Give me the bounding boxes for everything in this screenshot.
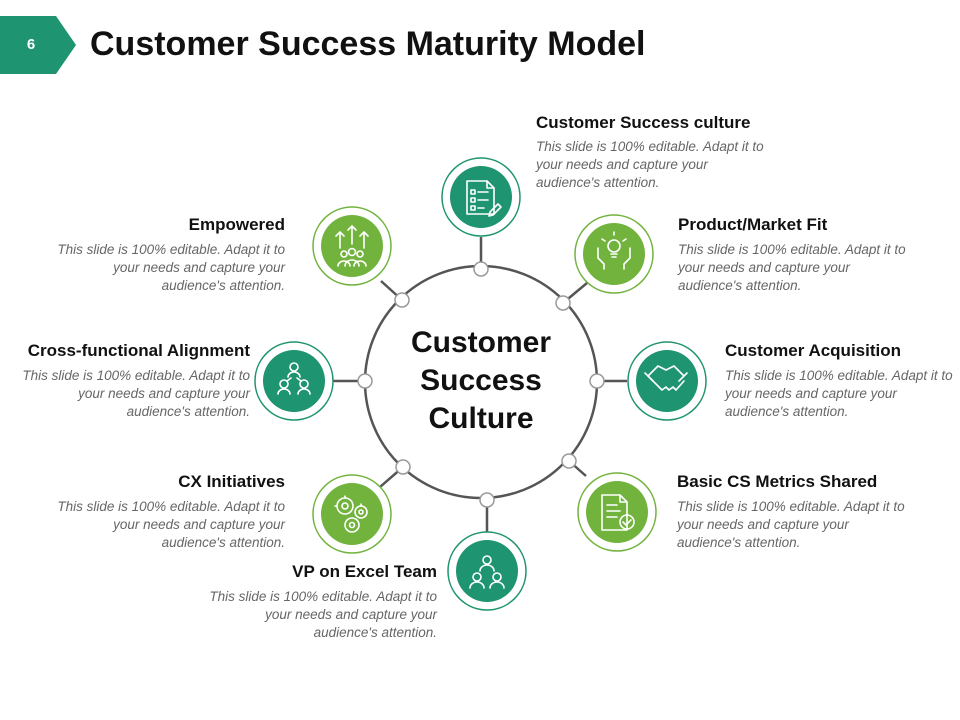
page-title: Customer Success Maturity Model <box>90 25 646 63</box>
stage-title-basic-cs-metrics-shared: Basic CS Metrics Shared <box>677 472 878 491</box>
ring-dot-2 <box>555 295 571 311</box>
page-number-badge <box>0 16 76 74</box>
ring-dot-3 <box>589 373 605 389</box>
handshake-icon <box>644 365 688 391</box>
ring-dot-4 <box>561 453 577 469</box>
stage-title-customer-acquisition: Customer Acquisition <box>725 341 901 360</box>
network-people-icon <box>277 362 311 395</box>
stage-description: This slide is 100% editable. Adapt it to… <box>57 242 285 293</box>
stage-description: This slide is 100% editable. Adapt it to… <box>536 139 764 190</box>
stage-description: This slide is 100% editable. Adapt it to… <box>209 589 437 640</box>
stage-node-3 <box>627 341 707 421</box>
stage-title-cx-initiatives: CX Initiatives <box>178 472 285 491</box>
page-number: 6 <box>26 36 36 53</box>
ring-dot-5 <box>479 492 495 508</box>
stage-node-6 <box>312 474 392 554</box>
stage-node-5 <box>447 531 527 611</box>
stage-title-customer-success-culture: Customer Success culture <box>536 113 751 132</box>
center-label-line: Culture <box>428 402 534 435</box>
center-label: Customer Success Culture <box>386 324 576 438</box>
center-label-line: Success <box>420 364 542 397</box>
stage-title-empowered: Empowered <box>188 215 285 234</box>
document-check-icon <box>601 494 635 531</box>
ring-dot-1 <box>473 261 489 277</box>
stage-description: This slide is 100% editable. Adapt it to… <box>22 368 250 419</box>
stage-description: This slide is 100% editable. Adapt it to… <box>725 368 953 419</box>
stage-node-7 <box>254 341 334 421</box>
center-label-line: Customer <box>410 326 552 359</box>
team-icon <box>469 555 505 589</box>
hands-lightbulb-icon <box>597 231 631 270</box>
stage-node-4 <box>577 472 657 552</box>
stage-description: This slide is 100% editable. Adapt it to… <box>678 242 906 293</box>
growth-arrows-people-icon <box>335 225 369 267</box>
stage-description: This slide is 100% editable. Adapt it to… <box>677 499 905 550</box>
document-checklist-icon <box>466 180 502 217</box>
stage-node-8 <box>312 206 392 286</box>
stage-description: This slide is 100% editable. Adapt it to… <box>57 499 285 550</box>
stage-node-1 <box>441 157 521 237</box>
gears-people-icon <box>334 495 368 533</box>
ring-dot-8 <box>394 292 410 308</box>
stage-title-cross-functional-alignment: Cross-functional Alignment <box>27 341 250 360</box>
stage-title-vp-on-excel-team: VP on Excel Team <box>292 562 437 581</box>
ring-dot-7 <box>357 373 373 389</box>
ring-dot-6 <box>395 459 411 475</box>
stage-title-product-market-fit: Product/Market Fit <box>678 215 828 234</box>
